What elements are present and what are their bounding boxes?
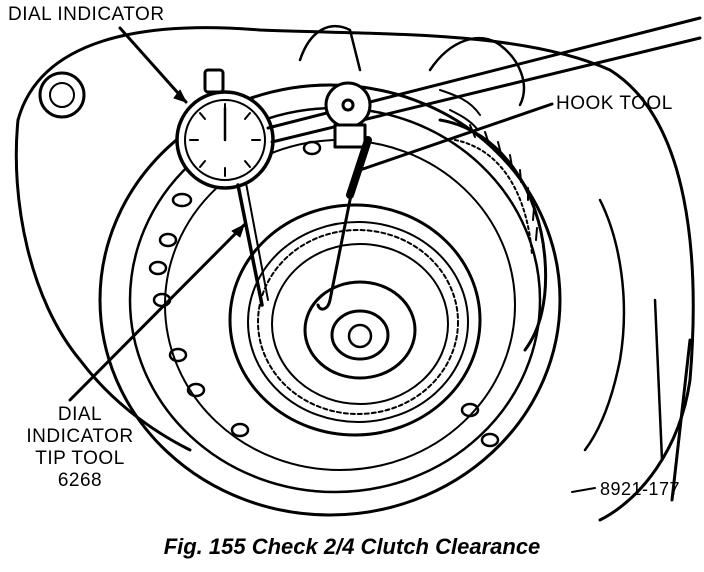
dial-indicator-face — [184, 99, 266, 181]
dial-indicator-tip-rod-2 — [245, 182, 269, 301]
case-bolt-boss — [38, 71, 86, 119]
hook-tool-handle — [346, 136, 372, 199]
leader-figure-number — [571, 487, 596, 493]
dial-indicator-ticks — [189, 103, 261, 177]
housing-bolt-holes — [148, 140, 500, 448]
leader-hook-tool — [358, 102, 554, 172]
mounting-clamp-center — [341, 98, 355, 112]
tip-tool-label: DIAL INDICATOR TIP TOOL 6268 — [20, 404, 140, 492]
gear-band-inner — [454, 139, 533, 256]
case-left-edge — [14, 118, 192, 452]
hook-tool-label: HOOK TOOL — [556, 93, 673, 114]
mounting-clamp-knob — [324, 81, 372, 129]
case-right-line — [670, 338, 692, 502]
tip-tool-label-line-1: DIAL — [57, 404, 103, 425]
hand-left — [298, 25, 362, 72]
dial-indicator-label: DIAL INDICATOR — [8, 4, 165, 25]
dial-indicator-tip-rod — [236, 183, 264, 307]
figure-caption: Fig. 155 Check 2/4 Clutch Clearance — [163, 534, 541, 559]
leader-tip-tool-arrow — [231, 224, 245, 238]
clutch-pack-plate-3 — [271, 243, 449, 405]
mounting-clamp-body — [333, 123, 367, 149]
gear-band — [438, 118, 548, 352]
outer-housing-ring — [98, 83, 562, 517]
hand-right — [428, 36, 526, 107]
tip-tool-label-line-2: INDICATOR — [26, 426, 134, 447]
clutch-hub-inner — [330, 309, 390, 361]
clutch-hub — [303, 280, 417, 380]
hook-tool-shaft — [316, 188, 354, 311]
leader-tip-tool — [68, 223, 246, 402]
figure-number: 8921-177 — [600, 479, 681, 499]
tip-tool-label-line-4: 6268 — [57, 470, 103, 491]
hand-right-fingers — [439, 89, 481, 131]
case-bolt-hole — [49, 82, 75, 108]
case-right-detail — [583, 198, 626, 452]
leader-dial-indicator — [118, 26, 188, 104]
dial-indicator-stem-top — [203, 68, 225, 94]
clutch-pack-plate-1 — [247, 221, 469, 423]
clutch-hub-center — [347, 323, 373, 349]
tip-tool-label-line-3: TIP TOOL — [35, 448, 125, 469]
clutch-pack-plate-2 — [257, 229, 459, 415]
leader-dial-indicator-arrow — [173, 89, 187, 103]
case-right-rib — [653, 298, 664, 462]
clutch-pack-outer — [228, 203, 482, 437]
